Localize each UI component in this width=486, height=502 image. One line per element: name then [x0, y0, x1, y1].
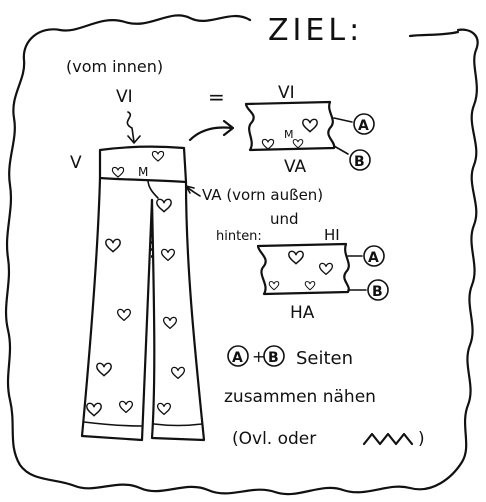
marker-b2-circle — [367, 279, 389, 301]
label-m-piece: M — [284, 128, 294, 141]
label-und: und — [270, 210, 299, 228]
label-va-piece: VA — [284, 157, 307, 177]
instruction-ovl: (Ovl. oder — [232, 429, 316, 449]
heart-icon — [156, 198, 172, 213]
label-equals: = — [208, 85, 225, 109]
heart-icon — [170, 366, 186, 380]
zigzag-stitch-icon — [362, 432, 414, 446]
heart-icon — [292, 139, 304, 149]
heart-icon — [116, 308, 132, 322]
label-hi-piece: HI — [324, 226, 340, 244]
marker-a2-circle — [363, 245, 385, 267]
instruction-plus: + — [252, 347, 265, 366]
heart-icon — [318, 262, 334, 276]
marker-a-circle — [353, 113, 375, 135]
wavy-frame — [4, 14, 479, 496]
instruction-marker-a-label: A — [232, 350, 243, 366]
instruction-marker-a-circle — [227, 345, 249, 367]
heart-icon — [261, 138, 275, 150]
heart-icon — [268, 281, 280, 291]
instruction-zusammen: zusammen nähen — [224, 387, 376, 407]
title-underline — [408, 30, 460, 38]
label-v-side: V — [70, 153, 82, 173]
label-vom-innen: (vom innen) — [66, 57, 163, 76]
heart-icon — [118, 400, 134, 414]
back-waistband-piece — [256, 242, 350, 296]
pants-hearts — [86, 150, 186, 417]
instruction-marker-b-label: B — [268, 350, 279, 366]
front-waistband-piece — [244, 100, 336, 152]
heart-icon — [302, 118, 318, 133]
marker-b2-label: B — [372, 284, 383, 300]
label-ha-piece: HA — [290, 303, 315, 323]
heart-icon — [151, 150, 165, 162]
heart-icon — [156, 402, 172, 416]
instruction-marker-b-circle — [263, 345, 285, 367]
marker-b-label: B — [354, 154, 365, 170]
heart-icon — [96, 362, 112, 377]
heart-icon — [304, 281, 316, 291]
instruction-ovl-close: ) — [418, 429, 425, 449]
pants-drawing — [80, 145, 206, 442]
heart-icon — [160, 248, 176, 262]
heart-icon — [86, 402, 102, 417]
arrow-down-icon — [126, 111, 141, 144]
arrow-right-icon — [188, 119, 235, 142]
heart-icon — [111, 166, 125, 178]
heart-icon — [162, 316, 178, 330]
label-vi-piece: VI — [278, 83, 295, 103]
instruction-seiten: Seiten — [296, 348, 353, 369]
label-hinten: hinten: — [216, 229, 262, 244]
label-va-note: VA (vorn außen) — [202, 186, 323, 204]
marker-b-circle — [349, 149, 371, 171]
label-vi-top: VI — [116, 87, 133, 107]
marker-a2-label: A — [368, 250, 379, 266]
heart-icon — [288, 250, 304, 265]
arrow-va-icon — [185, 185, 201, 197]
page-title: ZIEL: — [268, 13, 363, 48]
marker-a-label: A — [358, 118, 369, 134]
heart-icon — [105, 238, 121, 253]
label-m-pants: M — [138, 165, 148, 179]
